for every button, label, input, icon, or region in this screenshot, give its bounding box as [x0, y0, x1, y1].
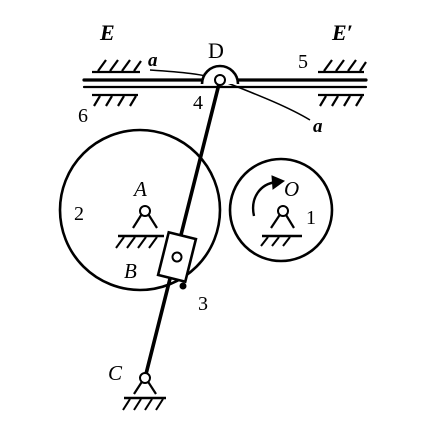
link-rod: [143, 78, 222, 380]
pivot-D: [200, 64, 240, 86]
label-D: D: [208, 38, 224, 63]
rotation-arrow-icon: [251, 175, 286, 217]
label-C: C: [108, 361, 123, 385]
guide-hatch-bottom-right: [318, 93, 364, 107]
slider-block-B: [156, 230, 198, 284]
label-a-left: a: [148, 50, 158, 71]
fixed-pivot-C: [122, 372, 166, 411]
label-3: 3: [198, 293, 208, 315]
label-1: 1: [306, 207, 316, 229]
label-4: 4: [193, 92, 203, 114]
fixed-pivot-A: [115, 205, 164, 249]
guide-hatch-bottom-left: [92, 93, 138, 107]
gear-1-circle: [228, 157, 334, 263]
guide-hatch-top-right: [318, 59, 367, 74]
label-O: O: [284, 177, 299, 201]
label-5: 5: [298, 51, 308, 73]
guide-hatch-top-left: [92, 59, 142, 74]
label-E: E: [99, 20, 115, 45]
label-E-prime: E′: [331, 20, 353, 45]
fixed-pivot-O: [260, 205, 302, 247]
gear-2-circle: [58, 128, 222, 292]
label-a-right: a: [313, 116, 323, 137]
label-2: 2: [74, 203, 84, 225]
contact-point-3: [179, 282, 187, 290]
label-B: B: [124, 259, 137, 283]
label-A: A: [132, 177, 147, 201]
label-6: 6: [78, 105, 88, 127]
